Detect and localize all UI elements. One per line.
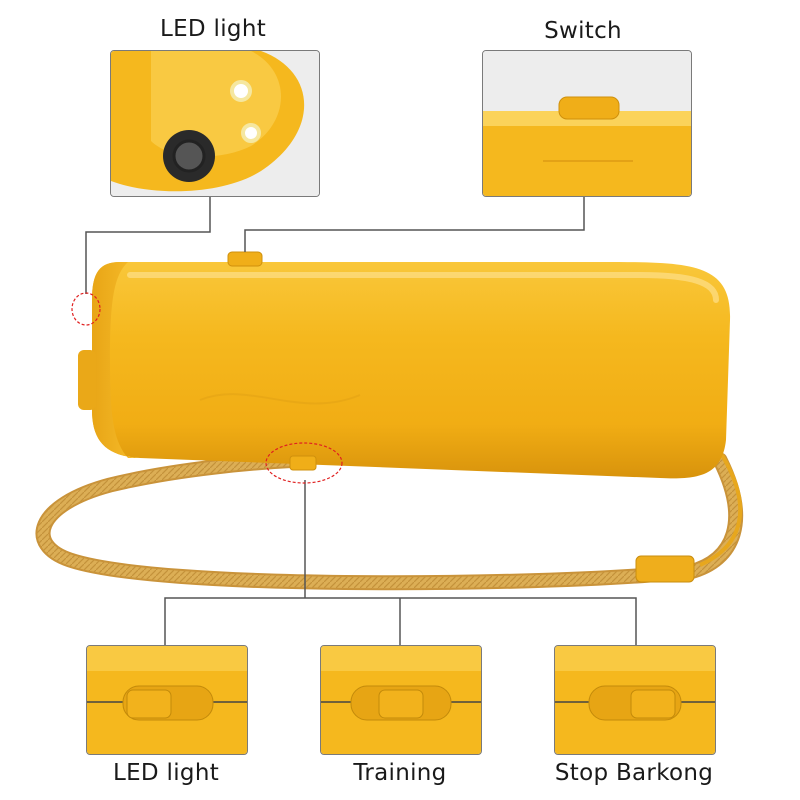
slide-position-marker — [265, 442, 343, 484]
switch-closeup-photo — [482, 50, 692, 197]
callout-label-led-bottom: LED light — [112, 760, 220, 786]
slide-switch-icon — [126, 689, 172, 719]
slide-switch-stop-barking-photo — [554, 645, 716, 755]
led-light-icon — [230, 80, 252, 102]
top-switch-knob — [227, 251, 263, 267]
device-body — [78, 262, 731, 479]
slide-switch-icon — [630, 689, 676, 719]
wrist-strap — [35, 452, 743, 591]
leader-lines — [85, 196, 637, 645]
strap-slider — [635, 555, 695, 583]
led-light-icon-2 — [241, 123, 261, 143]
callout-label-switch: Switch — [544, 18, 622, 44]
callout-label-stop-barking: Stop Barkong — [554, 760, 714, 786]
led-position-marker — [71, 292, 101, 326]
led-closeup-photo — [110, 50, 320, 197]
callout-label-led-top: LED light — [159, 16, 267, 42]
slide-switch-led-photo — [86, 645, 248, 755]
slide-switch-icon — [378, 689, 424, 719]
switch-button-icon — [558, 96, 620, 120]
callout-label-training: Training — [353, 760, 447, 786]
slide-switch-training-photo — [320, 645, 482, 755]
bottom-slide-knob — [289, 455, 317, 471]
